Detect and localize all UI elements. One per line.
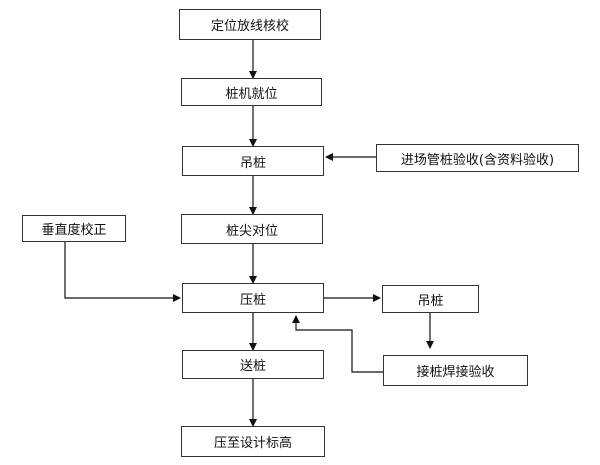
arrow-vertical-to-n5 [64, 242, 181, 302]
node-follow-pile: 送桩 [182, 350, 324, 379]
node-side-lift-pile: 吊桩 [382, 285, 479, 313]
node-pile-joint-welding-inspection: 接桩焊接验收 [383, 355, 528, 386]
node-lift-pile: 吊桩 [182, 146, 324, 176]
node-press-pile: 压桩 [182, 283, 324, 313]
node-verticality-correction: 垂直度校正 [22, 215, 126, 242]
node-pile-machine-in-place: 桩机就位 [181, 78, 322, 106]
arrow-joint-to-n5 [292, 315, 383, 373]
node-pile-tip-alignment: 桩尖对位 [181, 214, 323, 244]
node-positioning-layout-check: 定位放线核校 [179, 9, 321, 40]
node-press-to-design-elevation: 压至设计标高 [181, 426, 325, 457]
node-incoming-pipe-pile-inspection: 进场管桩验收(含资料验收) [376, 144, 579, 172]
